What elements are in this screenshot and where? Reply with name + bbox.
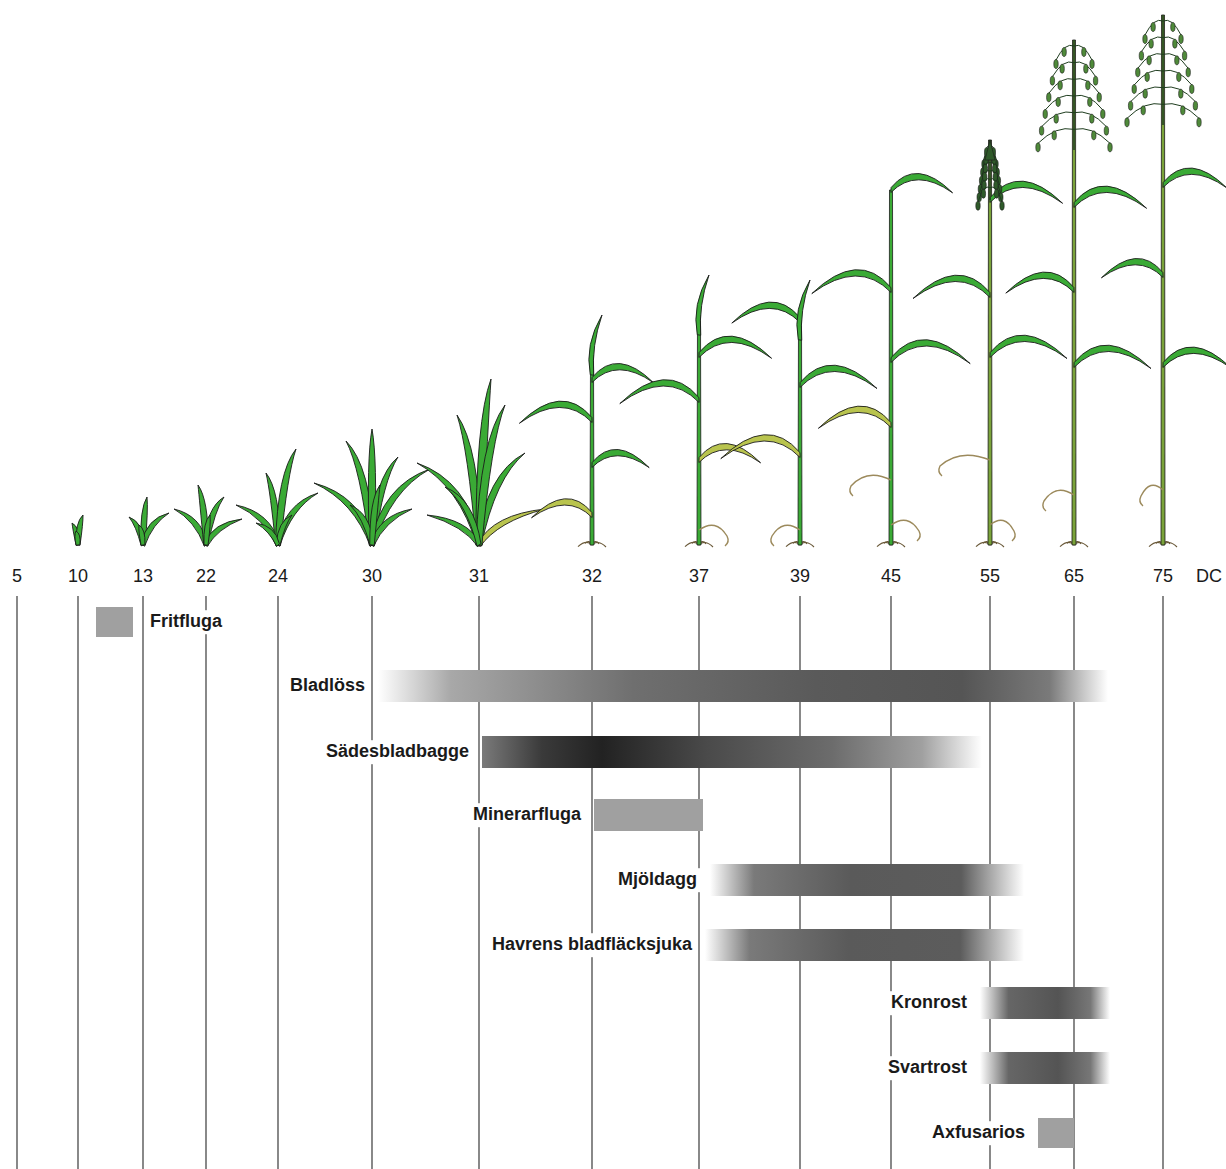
occurrence-bar: Mjöldagg	[710, 864, 1024, 896]
stage-number: 65	[1062, 566, 1086, 588]
stage-line	[371, 596, 372, 1169]
leaf	[204, 497, 224, 546]
stage-number: 30	[360, 566, 384, 588]
pest-label: Bladlöss	[287, 674, 368, 698]
leaf	[519, 401, 592, 423]
leaf	[370, 485, 380, 545]
stage-line	[1162, 596, 1163, 1169]
leaf	[699, 336, 772, 358]
occurrence-bar: Fritfluga	[96, 607, 133, 637]
panicle	[1036, 40, 1112, 152]
occurrence-bar: Svartrost	[980, 1052, 1110, 1084]
stem	[697, 315, 701, 545]
pest-label: Mjöldagg	[615, 868, 700, 892]
stage-number: 5	[10, 566, 24, 588]
leaf	[732, 302, 800, 323]
leaf	[1074, 345, 1151, 368]
stage-lines	[17, 596, 1163, 1169]
leaf	[592, 363, 654, 382]
stage-number: 45	[879, 566, 903, 588]
leaf	[592, 449, 649, 467]
leaf	[532, 499, 593, 518]
occurrence-bar: Minerarfluga	[594, 799, 703, 831]
stage-line	[77, 596, 78, 1169]
pest-label: Kronrost	[888, 991, 970, 1015]
leaf	[891, 340, 970, 364]
leaf	[797, 280, 810, 340]
stage-line	[205, 596, 206, 1169]
panicle	[1125, 15, 1201, 127]
stage-line	[142, 596, 143, 1169]
dry-leaf	[850, 475, 891, 496]
leaf	[445, 487, 481, 546]
stage-number: 22	[194, 566, 218, 588]
stage-number: 32	[580, 566, 604, 588]
pest-label: Svartrost	[885, 1056, 970, 1080]
dry-leaf	[1043, 490, 1074, 511]
dry-leaf	[990, 520, 1015, 541]
leaf	[204, 515, 210, 545]
stage-line	[16, 596, 17, 1169]
occurrence-bar: Axfusarios	[1038, 1118, 1074, 1148]
oat-plants	[72, 15, 1226, 547]
leaf	[141, 513, 169, 546]
leaf	[990, 335, 1067, 358]
leaf	[800, 365, 877, 388]
leaf	[891, 173, 953, 192]
leaf	[699, 443, 761, 462]
stage-number: 55	[978, 566, 1002, 588]
leaf	[1163, 168, 1226, 188]
leaf	[256, 523, 279, 546]
stage-number: 37	[687, 566, 711, 588]
stage-number: 75	[1151, 566, 1175, 588]
leaf	[1101, 258, 1163, 277]
leaf	[696, 275, 709, 335]
pest-label: Sädesbladbagge	[323, 740, 472, 764]
leaf	[1163, 347, 1226, 368]
stem	[889, 190, 893, 545]
leaf	[721, 435, 800, 459]
leaf	[1074, 186, 1147, 208]
dry-leaf	[891, 520, 920, 541]
stage-number: 39	[788, 566, 812, 588]
dry-leaf	[699, 525, 728, 546]
leaf	[812, 270, 891, 294]
dry-leaf	[1140, 485, 1163, 506]
stage-number: 24	[266, 566, 290, 588]
leaf	[75, 531, 80, 545]
leaf	[276, 493, 318, 546]
leaf	[589, 315, 602, 375]
stage-number: 31	[467, 566, 491, 588]
leaf	[139, 525, 145, 545]
pest-label: Axfusarios	[929, 1121, 1028, 1145]
dry-leaf	[771, 525, 800, 546]
stage-number: 13	[131, 566, 155, 588]
occurrence-bar: Havrens bladfläcksjuka	[705, 929, 1024, 961]
stem	[1161, 15, 1165, 545]
leaf	[913, 275, 990, 298]
leaf	[370, 469, 430, 546]
leaf	[818, 406, 891, 428]
occurrence-bar: Bladlöss	[378, 670, 1108, 702]
occurrence-bar: Kronrost	[980, 987, 1110, 1019]
panicle	[976, 140, 1004, 210]
stage-number: 10	[66, 566, 90, 588]
leaf	[476, 405, 505, 546]
pest-label: Minerarfluga	[470, 803, 584, 827]
leaf	[1006, 272, 1074, 293]
dry-leaf	[939, 455, 990, 476]
pest-label: Havrens bladfläcksjuka	[489, 933, 695, 957]
pest-label: Fritfluga	[147, 610, 225, 634]
occurrence-bar: Sädesbladbagge	[482, 736, 982, 768]
stage-line	[277, 596, 278, 1169]
stem	[798, 320, 802, 545]
stage-number: DC	[1194, 566, 1224, 588]
leaf	[620, 380, 699, 404]
